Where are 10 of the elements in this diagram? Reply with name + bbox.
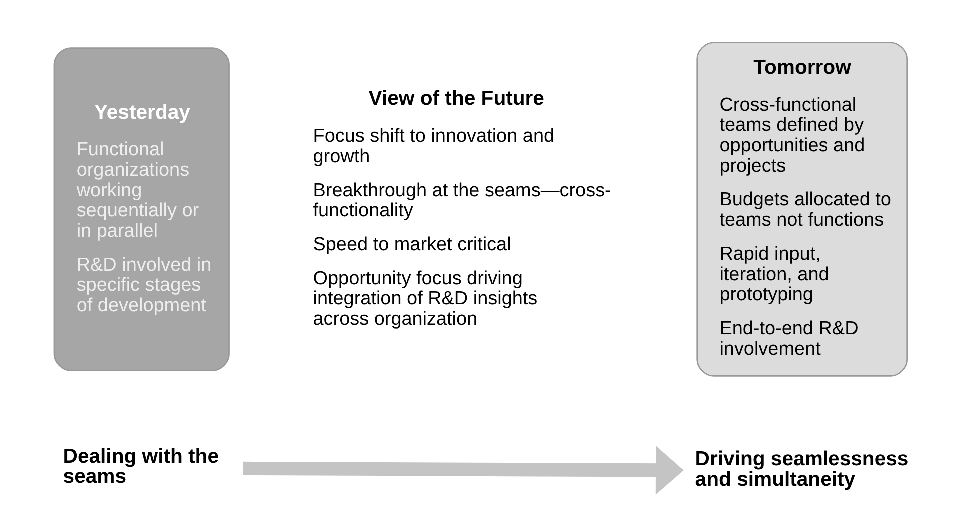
- label: Breakthrough at the seams—cross-functionality: [313, 180, 612, 222]
- arrow: [243, 446, 684, 494]
- node-text: Dealing with the seams: [63, 445, 220, 488]
- node-box: Yesterday Functional organizations working sequentially or in parallel R&D involved in specific stages of development: [54, 47, 230, 371]
- node-text: Driving seamlessness and simultaneity: [695, 448, 909, 490]
- label: View of the Future: [368, 88, 544, 110]
- node-box: Tomorrow Cross-functional teams defined by opportunities and projects Budgets allocated to teams not functions Rapid input, iteration, and prototyping End-to-end R&D involvement: [696, 42, 908, 376]
- label: Speed to market critical: [313, 234, 512, 255]
- label: Focus shift to innovation and growth: [313, 126, 555, 167]
- label: Opportunity focus driving integration of R&D insights across organization: [313, 268, 538, 330]
